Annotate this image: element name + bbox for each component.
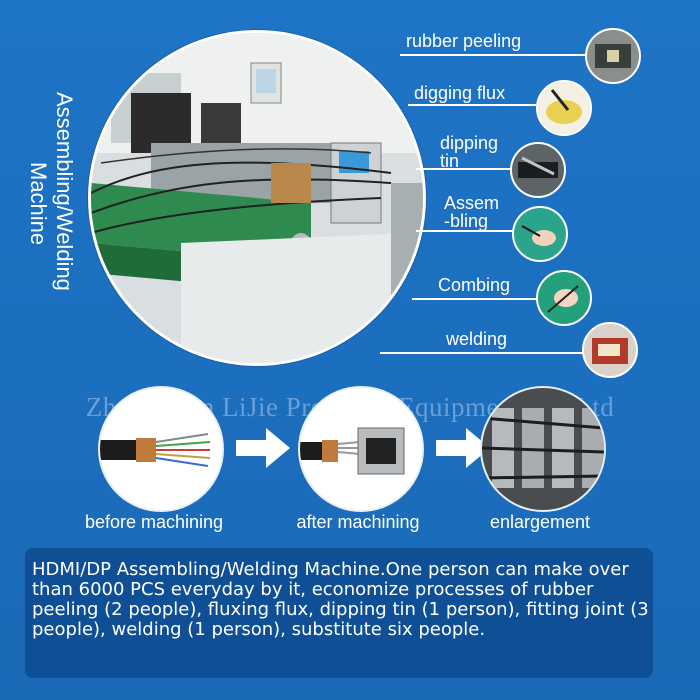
arrow-right-icon	[436, 428, 490, 468]
vertical-title: Assembling/Welding Machine	[26, 92, 78, 332]
description-box	[25, 548, 653, 678]
combing-photo	[536, 270, 592, 326]
rubber-peeling-photo	[585, 28, 641, 84]
cable-before-illustration	[100, 388, 222, 510]
flux-dipping-photo	[536, 80, 592, 136]
after-machining-label: after machining	[296, 512, 420, 532]
step-label-digging-flux: digging flux	[414, 83, 506, 103]
step-label-combing: Combing	[438, 275, 511, 295]
step-connector-line	[408, 104, 536, 106]
solder-closeup-illustration	[482, 388, 604, 510]
description-text: HDMI/DP Assembling/Welding Machine.One p…	[32, 559, 649, 640]
arrow-right-icon	[236, 428, 290, 468]
enlargement-photo	[480, 386, 606, 512]
welding-photo	[582, 322, 638, 378]
after-machining-photo	[298, 386, 424, 512]
step-connector-line	[380, 352, 586, 354]
step-label-tin: tin	[440, 151, 460, 171]
tin-dipping-photo	[510, 142, 566, 198]
enlargement-label: enlargement	[489, 512, 591, 532]
machine-photo	[88, 30, 426, 366]
step-label-welding: welding	[446, 329, 508, 349]
cable-after-illustration	[300, 388, 422, 510]
step-label-bling: -bling	[444, 211, 489, 231]
title-line-1: Assembling/Welding	[52, 92, 77, 291]
step-label-assem: Assem	[444, 193, 500, 213]
machine-illustration	[91, 33, 423, 363]
step-connector-line	[400, 54, 588, 56]
before-machining-photo	[98, 386, 224, 512]
title-line-2: Machine	[26, 162, 51, 246]
assembling-photo	[512, 206, 568, 262]
step-connector-line	[416, 230, 522, 232]
step-label-rubber-peeling: rubber peeling	[406, 31, 522, 51]
step-label-dipping: dipping	[440, 133, 499, 153]
step-connector-line	[416, 168, 516, 170]
step-connector-line	[412, 298, 542, 300]
before-machining-label: before machining	[84, 512, 224, 532]
